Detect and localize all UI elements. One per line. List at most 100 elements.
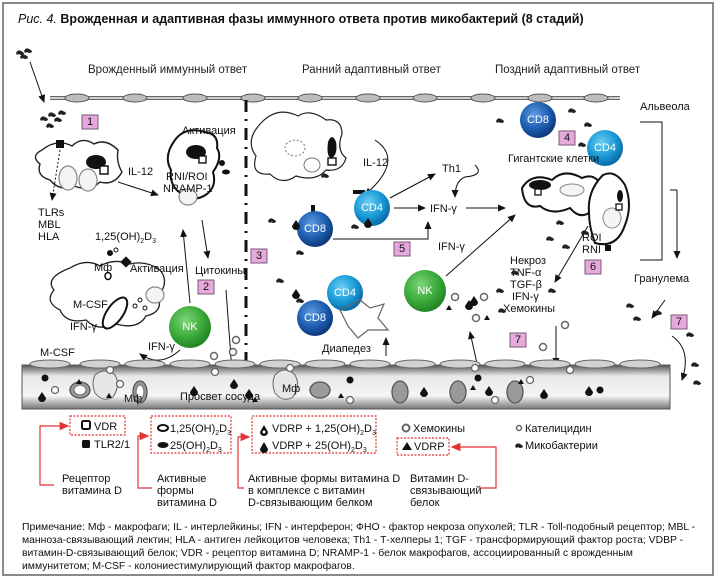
- tlr-icon: [82, 440, 90, 448]
- svg-text:Активные формы витамина D: Активные формы витамина D: [248, 473, 400, 485]
- macrophage-activated: [166, 129, 230, 206]
- svg-text:CD4: CD4: [361, 202, 383, 214]
- label-ifng-early: IFN-γ: [430, 203, 457, 215]
- arrow-cd8-ifng: [333, 221, 432, 240]
- arrow-cytokines-vessel: [225, 289, 235, 373]
- label-tnfa: TNF-α: [510, 267, 542, 279]
- svg-text:в комплексе с витамин: в комплексе с витамин: [248, 485, 365, 497]
- svg-text:Рецептор: Рецептор: [62, 473, 110, 485]
- stage-badge-7b: 7: [670, 314, 688, 330]
- macrophage-apc: [250, 111, 365, 217]
- legend-vitd-forms-group: 1,25(OH)2D3 25(OH)2D3 Активные формы вит…: [137, 415, 232, 509]
- label-cytokines: Цитокины: [195, 265, 245, 277]
- drop-filled-icon: [260, 442, 268, 453]
- legend-receptor-group: VDR TLR2/1 Рецептор витамина D: [39, 415, 130, 497]
- figure-title: Врожденная и адаптивная фазы иммунного о…: [60, 12, 584, 26]
- phase-innate: Врожденный иммунный ответ: [88, 64, 248, 76]
- stage-badge-7a: 7: [509, 332, 527, 348]
- legend-vdrp-group: Хемокины VDRP Витамин D- связывающий бел…: [396, 423, 497, 509]
- arrow-granuloma-7: [651, 299, 666, 319]
- svg-text:CD4: CD4: [594, 142, 616, 154]
- svg-text:Микобактерии: Микобактерии: [525, 440, 598, 452]
- figure-note: Примечание: Мф - макрофаги; IL - интерле…: [22, 522, 696, 572]
- svg-text:Кателицидин: Кателицидин: [525, 423, 592, 435]
- figure-label: Рис. 4.: [18, 12, 57, 26]
- stage-badge-2: 2: [197, 279, 215, 295]
- figure-caption: Рис. 4. Врожденная и адаптивная фазы имм…: [18, 12, 584, 26]
- chemokines-cluster: [209, 292, 570, 361]
- label-alveola: Альвеола: [640, 101, 691, 113]
- svg-text:1: 1: [87, 116, 93, 128]
- legend-tlr: TLR2/1: [94, 439, 130, 451]
- svg-text:CD4: CD4: [334, 287, 356, 299]
- label-activation-top: Активация: [182, 125, 236, 137]
- svg-text:CD8: CD8: [304, 312, 326, 324]
- vdr-icon: [81, 420, 91, 430]
- stage-badge-4: 4: [558, 130, 576, 146]
- arrow-nk-giant: [445, 214, 516, 277]
- svg-text:Витамин D-: Витамин D-: [410, 473, 469, 485]
- label-roi: ROI: [582, 232, 602, 244]
- svg-text:6: 6: [590, 261, 596, 273]
- svg-text:CD8: CD8: [304, 223, 326, 235]
- svg-text:D-связывающим белком: D-связывающим белком: [248, 497, 373, 509]
- cd8-cell-lower: CD8: [297, 300, 333, 336]
- label-ifng-late: IFN-γ: [438, 241, 465, 253]
- blood-vessel: [21, 359, 671, 410]
- arrow-il12: [117, 181, 159, 197]
- cd4-cell-late: CD4: [587, 130, 623, 166]
- label-granuloma: Гранулема: [634, 273, 690, 285]
- arrow-th1-ifng: [451, 164, 479, 198]
- filled-oval-icon: [157, 442, 169, 448]
- legend-mycobacteria: Микобактерии: [515, 440, 598, 452]
- label-ifng-necrosis: IFN-γ: [512, 291, 539, 303]
- svg-text:NK: NK: [182, 321, 198, 333]
- ring-oval-icon: [157, 424, 169, 432]
- legend-chemokines: Хемокины: [413, 423, 465, 435]
- alveola-bracket: [640, 121, 663, 261]
- legend-vdr: VDR: [94, 421, 117, 433]
- label-il12-early: IL-12: [363, 157, 388, 169]
- label-nramp: NRAMP-1: [163, 183, 213, 195]
- cathelicidin-icon: [515, 424, 523, 432]
- svg-text:витамина D: витамина D: [62, 485, 122, 497]
- svg-text:5: 5: [399, 243, 405, 255]
- arrow-nk-ifng: [139, 349, 181, 361]
- cd4-cell-lower: CD4: [327, 275, 363, 311]
- stage-badge-3: 3: [250, 248, 268, 264]
- label-tlrs: TLRs: [38, 207, 65, 219]
- stage-badge-1: 1: [81, 114, 99, 130]
- macrophage-vdr: [49, 247, 166, 330]
- label-mf-vessel-1: Мф: [124, 393, 142, 405]
- label-tgfb: TGF-β: [510, 279, 542, 291]
- svg-text:7: 7: [676, 316, 682, 328]
- legend-25ohd3: 25(OH)2D3: [170, 440, 222, 454]
- vdrp-drops-late: [292, 218, 490, 320]
- label-rni-roi: RNI/ROI: [166, 171, 208, 183]
- legend-vdrp-complex-group: VDRP + 1,25(OH)2D3 VDRP + 25(OH)2D3 Акти…: [237, 415, 400, 509]
- legend-vdrp-25: VDRP + 25(OH)2D3: [272, 440, 367, 454]
- svg-text:связывающий: связывающий: [410, 485, 482, 497]
- macrophage-in-vessel-1: [92, 370, 119, 400]
- svg-text:2: 2: [203, 281, 209, 293]
- label-ifng-cell: IFN-γ: [70, 321, 97, 333]
- arrow-curve-7: [671, 335, 688, 381]
- legend-vdrp-125: VDRP + 1,25(OH)2D3: [272, 423, 376, 437]
- label-necrosis: Некроз: [510, 255, 546, 267]
- label-chemokines: Хемокины: [503, 303, 555, 315]
- svg-text:3: 3: [256, 250, 262, 262]
- svg-text:белок: белок: [410, 497, 440, 509]
- chemokine-icon: [401, 423, 411, 433]
- label-th1: Th1: [442, 163, 461, 175]
- stage-badge-6: 6: [584, 259, 602, 275]
- label-mf-vessel-2: Мф: [282, 383, 300, 395]
- arrow-nk-activation: [180, 229, 191, 304]
- svg-text:NK: NK: [417, 285, 433, 297]
- nk-cell-innate: NK: [169, 306, 211, 348]
- incoming-mycobacteria: [16, 48, 66, 128]
- label-il12-innate: IL-12: [128, 166, 153, 178]
- cd8-cell-late: CD8: [520, 102, 556, 138]
- label-ifng-nk: IFN-γ: [148, 341, 175, 353]
- label-rni: RNI: [582, 244, 601, 256]
